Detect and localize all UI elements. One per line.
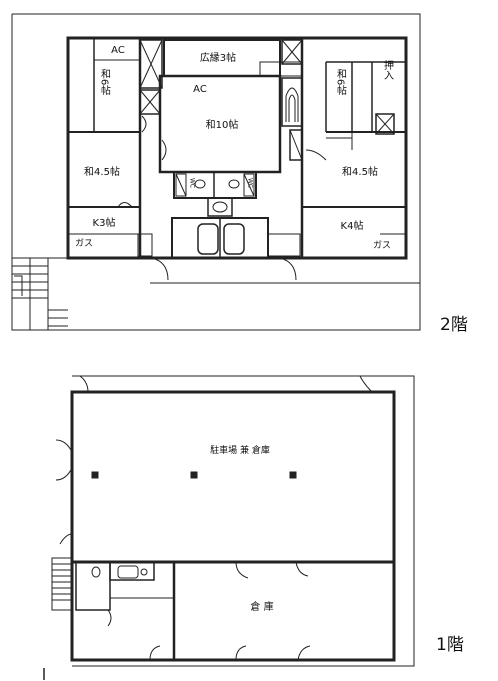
floor2-label: 2階 (440, 315, 468, 335)
floor2-site-outline (11, 13, 421, 331)
label-washitsu10: 和10帖 (206, 118, 239, 131)
floor1-plan (43, 375, 415, 680)
room-labels: AC 和6帖 広縁3帖 AC 和10帖 和6帖 押入 和4.5帖 和4.5帖 W… (75, 45, 394, 613)
label-wc-left: WC (189, 178, 196, 188)
floor1-label: 1階 (436, 635, 464, 655)
label-washitsu45-left: 和4.5帖 (84, 165, 120, 178)
floor1-outer-wall (70, 390, 396, 662)
label-washitsu6-left: 和6帖 (99, 69, 111, 96)
floor2-plan (11, 13, 421, 331)
label-parking: 駐車場 兼 倉庫 (210, 444, 270, 456)
label-hiroen: 広縁3帖 (200, 51, 236, 64)
label-gas-right: ガス (373, 240, 391, 251)
label-k4: K4帖 (341, 219, 364, 232)
label-k3: K3帖 (93, 216, 116, 229)
label-oshiire: 押入 (382, 59, 394, 80)
label-washitsu45-right: 和4.5帖 (342, 165, 378, 178)
label-wc-right: WC (247, 178, 254, 188)
label-washitsu6-right: 和6帖 (335, 69, 347, 96)
label-ac-left: AC (111, 45, 125, 56)
label-ac-center: AC (193, 84, 207, 95)
label-storage: 倉 庫 (250, 600, 273, 613)
label-gas-left: ガス (75, 238, 93, 249)
floor1-site-outline (72, 375, 415, 667)
floor2-stairs (11, 257, 68, 331)
floor1-stairs (51, 557, 73, 611)
